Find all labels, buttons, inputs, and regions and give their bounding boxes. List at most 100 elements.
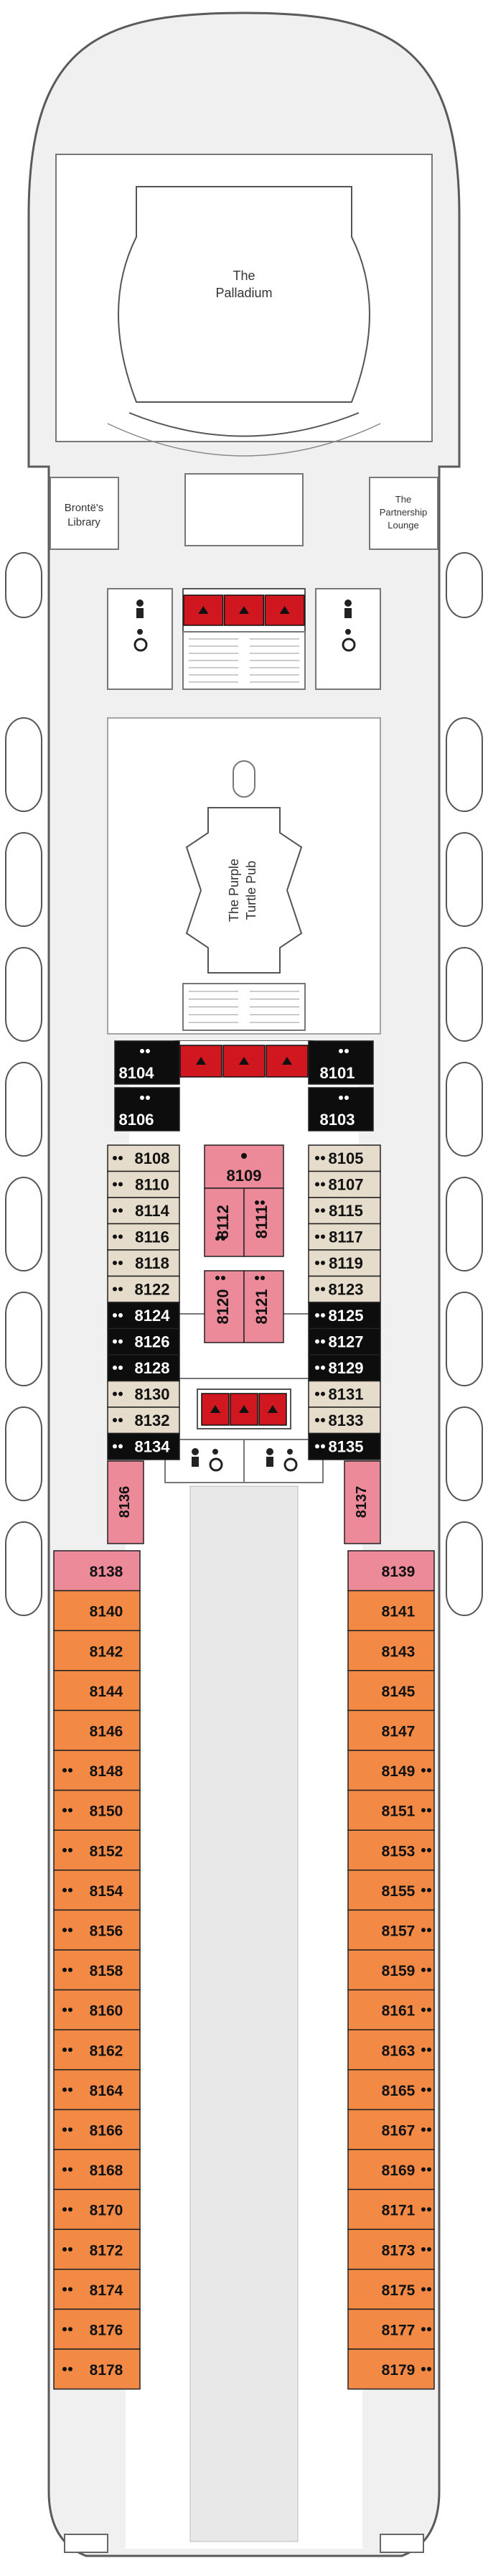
cabin[interactable]: 8134 — [107, 1432, 180, 1460]
cabin[interactable]: 8108 — [107, 1144, 180, 1172]
cabin[interactable]: 8160 — [53, 1989, 141, 2030]
cabin[interactable]: 8161 — [347, 1989, 435, 2030]
cabin[interactable]: 8131 — [308, 1380, 381, 1408]
cabin[interactable]: 8146 — [53, 1709, 141, 1751]
cabin[interactable]: 8143 — [347, 1630, 435, 1671]
cabin[interactable]: 8109 — [204, 1144, 284, 1189]
cabin[interactable]: 8152 — [53, 1829, 141, 1871]
cabin[interactable]: 8124 — [107, 1302, 180, 1330]
cabin[interactable]: 8157 — [347, 1909, 435, 1951]
cabin[interactable]: 8119 — [308, 1249, 381, 1277]
cabin-number: 8135 — [329, 1438, 364, 1456]
cabin[interactable]: 8177 — [347, 2308, 435, 2350]
cabin[interactable]: 8175 — [347, 2269, 435, 2310]
cabin[interactable]: 8123 — [308, 1275, 381, 1303]
cabin[interactable]: 8174 — [53, 2269, 141, 2310]
cabin[interactable]: 8104 — [114, 1040, 180, 1085]
bed-icon — [113, 1313, 117, 1317]
cabin[interactable]: 8178 — [53, 2348, 141, 2390]
cabin[interactable]: 8158 — [53, 1949, 141, 1991]
cabin[interactable]: 8128 — [107, 1354, 180, 1382]
cabin-number: 8155 — [382, 1883, 416, 1900]
pub-label: The Purple Turtle Pub — [227, 859, 258, 922]
cabin[interactable]: 8168 — [53, 2149, 141, 2190]
cabin[interactable]: 8120 — [204, 1270, 245, 1343]
cabin[interactable]: 8156 — [53, 1909, 141, 1951]
cabin[interactable]: 8167 — [347, 2109, 435, 2150]
cabin[interactable]: 8121 — [243, 1270, 284, 1343]
cabin[interactable]: 8106 — [114, 1087, 180, 1131]
cabin[interactable]: 8179 — [347, 2348, 435, 2390]
cabin[interactable]: 8155 — [347, 1870, 435, 1911]
cabin[interactable]: 8144 — [53, 1670, 141, 1712]
cabin[interactable]: 8122 — [107, 1275, 180, 1303]
bed-icon — [68, 2287, 72, 2292]
bed-icon — [62, 1848, 67, 1852]
cabin[interactable]: 8173 — [347, 2229, 435, 2270]
cabin[interactable]: 8126 — [107, 1327, 180, 1355]
bed-icon — [118, 1234, 123, 1239]
cabin[interactable]: 8111 — [243, 1187, 284, 1257]
cabin[interactable]: 8136 — [107, 1460, 144, 1544]
cabin[interactable]: 8162 — [53, 2029, 141, 2071]
cabin[interactable]: 8159 — [347, 1949, 435, 1991]
cabin[interactable]: 8145 — [347, 1670, 435, 1712]
elevator-arrow-icon — [279, 606, 290, 614]
cabin[interactable]: 8129 — [308, 1354, 381, 1382]
cabin[interactable]: 8147 — [347, 1709, 435, 1751]
cabin[interactable]: 8153 — [347, 1829, 435, 1871]
cabin[interactable]: 8110 — [107, 1170, 180, 1198]
bed-icon — [315, 1391, 319, 1396]
cabin[interactable]: 8169 — [347, 2149, 435, 2190]
cabin[interactable]: 8163 — [347, 2029, 435, 2071]
palladium-stage — [118, 186, 370, 403]
cabin[interactable]: 8133 — [308, 1406, 381, 1434]
cabin[interactable]: 8125 — [308, 1302, 381, 1330]
cabin[interactable]: 8115 — [308, 1197, 381, 1225]
cabin[interactable]: 8105 — [308, 1144, 381, 1172]
bed-icon — [321, 1156, 325, 1160]
cabin[interactable]: 8135 — [308, 1432, 381, 1460]
cabin[interactable]: 8176 — [53, 2308, 141, 2350]
cabin-number: 8166 — [90, 2123, 123, 2139]
cabin[interactable]: 8114 — [107, 1197, 180, 1225]
cabin[interactable]: 8138 — [53, 1550, 141, 1592]
cabin[interactable]: 8112 — [204, 1187, 245, 1257]
cabin[interactable]: 8139 — [347, 1550, 435, 1592]
cabin[interactable]: 8148 — [53, 1750, 141, 1791]
cabin[interactable]: 8132 — [107, 1406, 180, 1434]
cabin[interactable]: 8127 — [308, 1327, 381, 1355]
cabin[interactable]: 8170 — [53, 2188, 141, 2230]
cabin[interactable]: 8150 — [53, 1789, 141, 1831]
cabin-shape — [53, 1670, 141, 1712]
lift-icons — [179, 594, 309, 1426]
bed-icon — [68, 1928, 72, 1933]
cabin[interactable]: 8137 — [344, 1460, 381, 1544]
cabin[interactable]: 8130 — [107, 1380, 180, 1408]
cabin[interactable]: 8151 — [347, 1789, 435, 1831]
bed-icon — [113, 1156, 117, 1160]
cabin[interactable]: 8101 — [308, 1040, 374, 1085]
cabin[interactable]: 8140 — [53, 1590, 141, 1631]
bed-icon — [215, 1236, 220, 1241]
cabin[interactable]: 8171 — [347, 2188, 435, 2230]
cabin[interactable]: 8166 — [53, 2109, 141, 2150]
cabin-number: 8164 — [90, 2083, 123, 2099]
cabin[interactable]: 8141 — [347, 1590, 435, 1631]
mid-stairs-lines — [189, 991, 299, 1023]
cabin[interactable]: 8117 — [308, 1223, 381, 1251]
cabin-number: 8122 — [135, 1281, 170, 1299]
cabin[interactable]: 8172 — [53, 2229, 141, 2270]
bed-icon — [62, 2167, 67, 2172]
cabin[interactable]: 8116 — [107, 1223, 180, 1251]
cabin[interactable]: 8142 — [53, 1630, 141, 1671]
cabin[interactable]: 8107 — [308, 1170, 381, 1198]
cabin[interactable]: 8154 — [53, 1870, 141, 1911]
cabin[interactable]: 8165 — [347, 2069, 435, 2111]
cabin[interactable]: 8149 — [347, 1750, 435, 1791]
cabin[interactable]: 8103 — [308, 1087, 374, 1131]
cabin-shape — [347, 1789, 435, 1831]
cabin[interactable]: 8164 — [53, 2069, 141, 2111]
cabin[interactable]: 8118 — [107, 1249, 180, 1277]
cabin-number: 8170 — [90, 2203, 123, 2219]
